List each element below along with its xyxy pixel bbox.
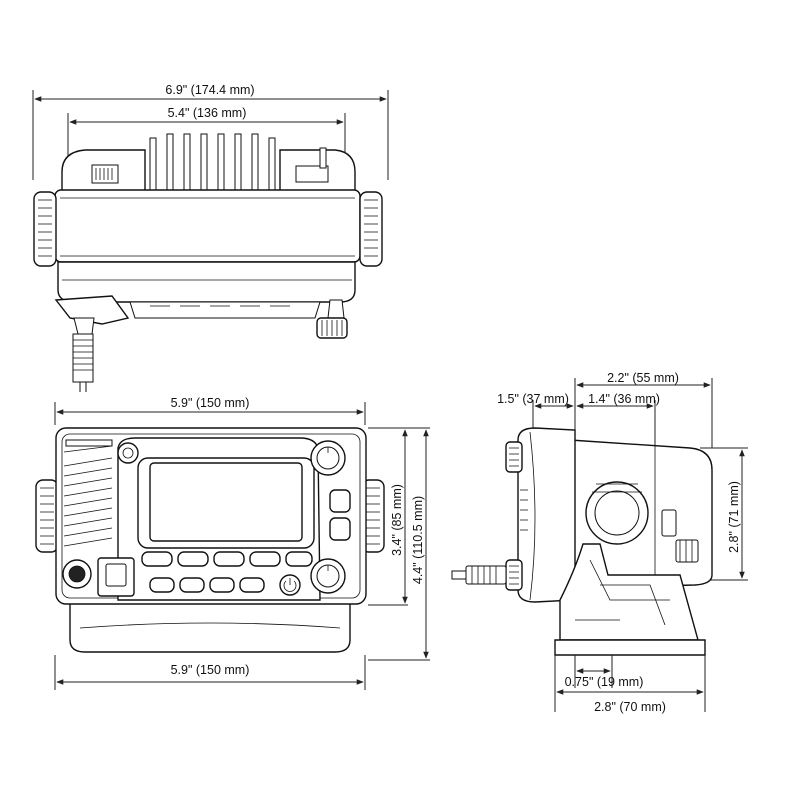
front-left-knob (35, 479, 59, 553)
front-height-dimensions: 3.4" (85 mm) 4.4" (110.5 mm) (368, 427, 430, 661)
top-body-width-dimension: 5.4" (136 mm) (67, 106, 346, 160)
side-mounting-bracket (559, 543, 699, 641)
mic-jack (62, 559, 92, 589)
top-view: 6.9" (174.4 mm) 5.4" (136 mm) (32, 83, 389, 392)
side-button-lower (329, 517, 351, 541)
rear-connector (91, 164, 119, 184)
front-top-width-label: 5.9" (150 mm) (171, 396, 250, 410)
volume-knob (310, 440, 346, 476)
front-body-height-label: 3.4" (85 mm) (390, 484, 404, 556)
side-rear-depth-label: 1.4" (36 mm) (588, 392, 660, 406)
front-top-width-dimension: 5.9" (150 mm) (54, 396, 366, 425)
side-depth-dimension: 2.2" (55 mm) (574, 371, 713, 448)
side-rear-connector (661, 509, 677, 537)
side-rear-depth-dimension: 1.4" (36 mm) (576, 392, 660, 445)
speaker-grille (63, 439, 113, 547)
soft-keys-row-2 (149, 577, 265, 593)
side-height-dimension: 2.8" (71 mm) (700, 447, 748, 581)
mic-plug (54, 295, 130, 325)
side-bracket-depth-label: 2.8" (70 mm) (594, 700, 666, 714)
top-front-knob (316, 299, 348, 339)
side-button-upper (329, 489, 351, 513)
power-button (279, 574, 301, 596)
soft-keys-row-1 (141, 551, 313, 567)
front-bracket-base (69, 599, 351, 653)
side-bracket-knob (585, 481, 649, 545)
side-bracket-depth-dimension: 2.8" (70 mm) (554, 655, 706, 714)
side-antenna-connector (675, 539, 699, 563)
side-depth-label: 2.2" (55 mm) (607, 371, 679, 385)
lcd-display (149, 462, 303, 542)
front-overall-height-label: 4.4" (110.5 mm) (411, 496, 425, 584)
top-body-width-label: 5.4" (136 mm) (168, 106, 247, 120)
side-front-depth-label: 1.5" (37 mm) (497, 392, 569, 406)
channel-knob (310, 558, 346, 594)
side-bracket-offset-dimension: 0.75" (19 mm) (565, 655, 644, 689)
front-bottom-width-label: 5.9" (150 mm) (171, 663, 250, 677)
side-top-knob (505, 441, 523, 473)
connector-cover (97, 557, 135, 597)
side-front-depth-dimension: 1.5" (37 mm) (497, 392, 574, 430)
side-front-panel (517, 427, 576, 603)
distress-button (117, 442, 139, 464)
top-main-body (54, 189, 361, 263)
front-view: 5.9" (150 mm) 3.4" (85 mm) 4.4" (110.5 m… (35, 396, 430, 690)
left-bracket-knob (33, 191, 57, 267)
side-bracket-foot (554, 639, 706, 656)
side-bottom-knob (505, 559, 523, 591)
top-overall-width-dimension: 6.9" (174.4 mm) (32, 83, 389, 180)
heatsink-fins (149, 133, 276, 193)
top-overall-width-label: 6.9" (174.4 mm) (165, 83, 254, 97)
right-bracket-knob (359, 191, 383, 267)
side-bracket-offset-label: 0.75" (19 mm) (565, 675, 644, 689)
side-mic-cable (451, 565, 507, 585)
side-height-label: 2.8" (71 mm) (727, 481, 741, 553)
side-view: 2.2" (55 mm) 1.5" (37 mm) 1.4" (36 mm) 2… (451, 371, 748, 714)
top-front-buttons (129, 301, 321, 319)
antenna-connector (295, 165, 329, 183)
front-bottom-width-dimension: 5.9" (150 mm) (54, 655, 366, 690)
